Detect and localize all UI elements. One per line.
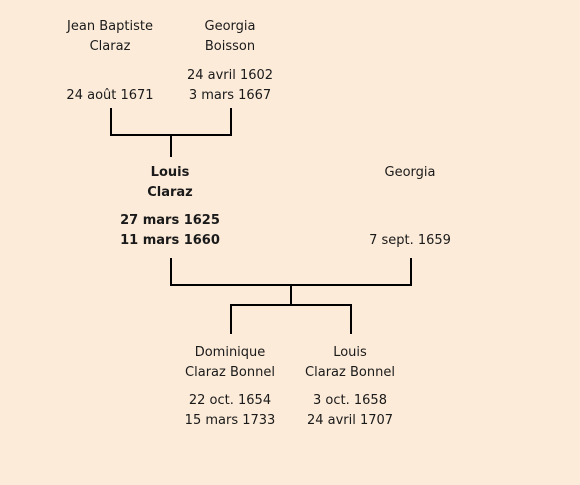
person-surname: Boisson <box>204 39 256 54</box>
person-name: Louis <box>333 345 367 360</box>
person-surname: Claraz Bonnel <box>305 365 395 380</box>
person-death-date: 11 mars 1660 <box>120 233 220 248</box>
person-surname: Claraz <box>89 39 131 54</box>
person-birth-date: 3 oct. 1658 <box>313 393 387 408</box>
person-death-date: 24 avril 1707 <box>306 413 394 428</box>
person-surname: Claraz Bonnel <box>185 365 275 380</box>
person-name: Louis <box>150 165 190 180</box>
person-birth-date: 27 mars 1625 <box>120 213 220 228</box>
person-death-date: 3 mars 1667 <box>188 88 272 103</box>
person-name: Jean Baptiste <box>67 19 153 34</box>
person-birth-date: 22 oct. 1654 <box>188 393 272 408</box>
person-name: Georgia <box>384 165 436 180</box>
person-surname: Claraz <box>147 185 193 200</box>
person-birth-date: 24 avril 1602 <box>186 68 274 83</box>
person-death-date: 15 mars 1733 <box>184 413 276 428</box>
person-death-date: 24 août 1671 <box>66 88 154 103</box>
person-name: Georgia <box>204 19 256 34</box>
person-name: Dominique <box>194 345 266 360</box>
person-death-date: 7 sept. 1659 <box>369 233 451 248</box>
